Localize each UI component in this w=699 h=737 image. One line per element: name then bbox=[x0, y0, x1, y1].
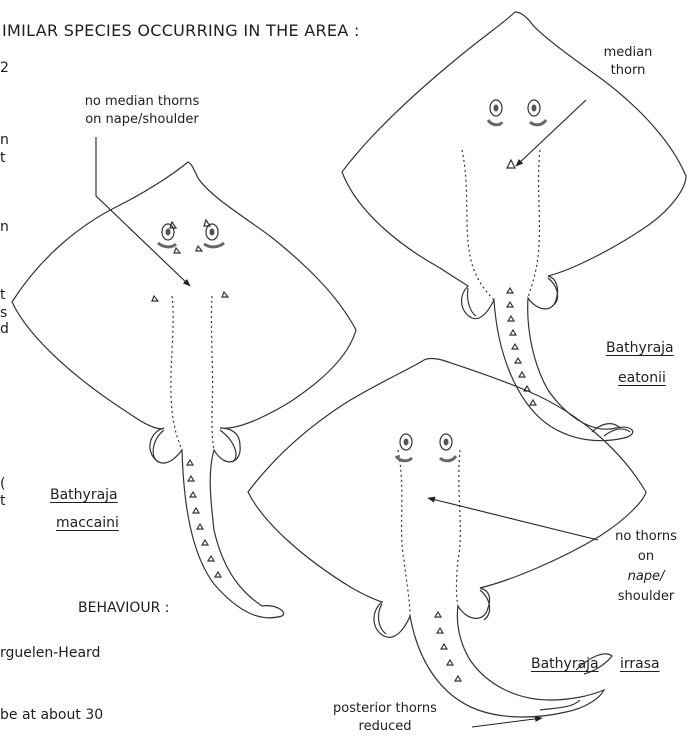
species-label-maccaini-genus: Bathyraja bbox=[50, 487, 118, 504]
irrasa-body-left bbox=[398, 450, 410, 616]
margin-fragment: ( bbox=[0, 476, 5, 493]
annotation-median-thorn-line2: thorn bbox=[588, 62, 668, 79]
maccaini-tail-thorns bbox=[187, 460, 221, 577]
behaviour-heading: BEHAVIOUR : bbox=[78, 600, 170, 617]
irrasa-body-right bbox=[457, 450, 461, 606]
margin-fragment: 2 bbox=[0, 60, 9, 77]
species-label-irrasa-species: irrasa bbox=[620, 656, 660, 673]
margin-fragment: t bbox=[0, 287, 6, 304]
margin-fragment: t bbox=[0, 150, 6, 167]
species-label-irrasa-genus: Bathyraja bbox=[531, 656, 599, 673]
annotation-no-thorns-line3: nape/ bbox=[598, 568, 694, 585]
leader-no-thorns-on-nape bbox=[428, 498, 598, 540]
skate-maccaini bbox=[12, 162, 356, 618]
eatonii-body-left bbox=[462, 150, 494, 300]
margin-fragment: n bbox=[0, 219, 9, 236]
annotation-posterior-thorns-line1: posterior thorns bbox=[300, 700, 470, 717]
annotation-posterior-thorns-line2: reduced bbox=[300, 718, 470, 735]
annotation-no-thorns-line2: on bbox=[598, 548, 694, 565]
annotation-median-thorn-line1: median bbox=[588, 44, 668, 61]
body-text-fragment: be at about 30 bbox=[0, 707, 103, 724]
eatonii-body-right bbox=[528, 150, 540, 298]
leader-no-median-thorns bbox=[96, 137, 190, 286]
maccaini-pelvic-left bbox=[153, 430, 164, 462]
margin-fragment: t bbox=[0, 493, 6, 510]
annotation-no-thorns-line1: no thorns bbox=[598, 528, 694, 545]
maccaini-disc-outline bbox=[12, 162, 356, 618]
maccaini-body-left bbox=[171, 296, 182, 450]
margin-fragment: d bbox=[0, 321, 9, 338]
species-label-eatonii-species: eatonii bbox=[618, 370, 666, 387]
annotation-no-thorns-line4: shoulder bbox=[598, 588, 694, 605]
species-label-maccaini-species: maccaini bbox=[56, 515, 119, 532]
maccaini-pelvic-right bbox=[220, 430, 236, 462]
section-heading: IMILAR SPECIES OCCURRING IN THE AREA : bbox=[2, 22, 360, 39]
annotation-no-median-thorns-line1: no median thorns bbox=[56, 93, 228, 110]
eatonii-median-thorn bbox=[507, 160, 515, 168]
margin-fragment: s bbox=[0, 305, 7, 322]
annotation-no-median-thorns-line2: on nape/shoulder bbox=[56, 111, 228, 128]
leader-posterior-thorns bbox=[472, 718, 542, 727]
leader-median-thorn bbox=[516, 100, 586, 166]
body-text-fragment: rguelen-Heard bbox=[0, 645, 100, 662]
margin-fragment: n bbox=[0, 132, 9, 149]
maccaini-body-right bbox=[211, 296, 214, 450]
species-label-eatonii-genus: Bathyraja bbox=[606, 340, 674, 357]
